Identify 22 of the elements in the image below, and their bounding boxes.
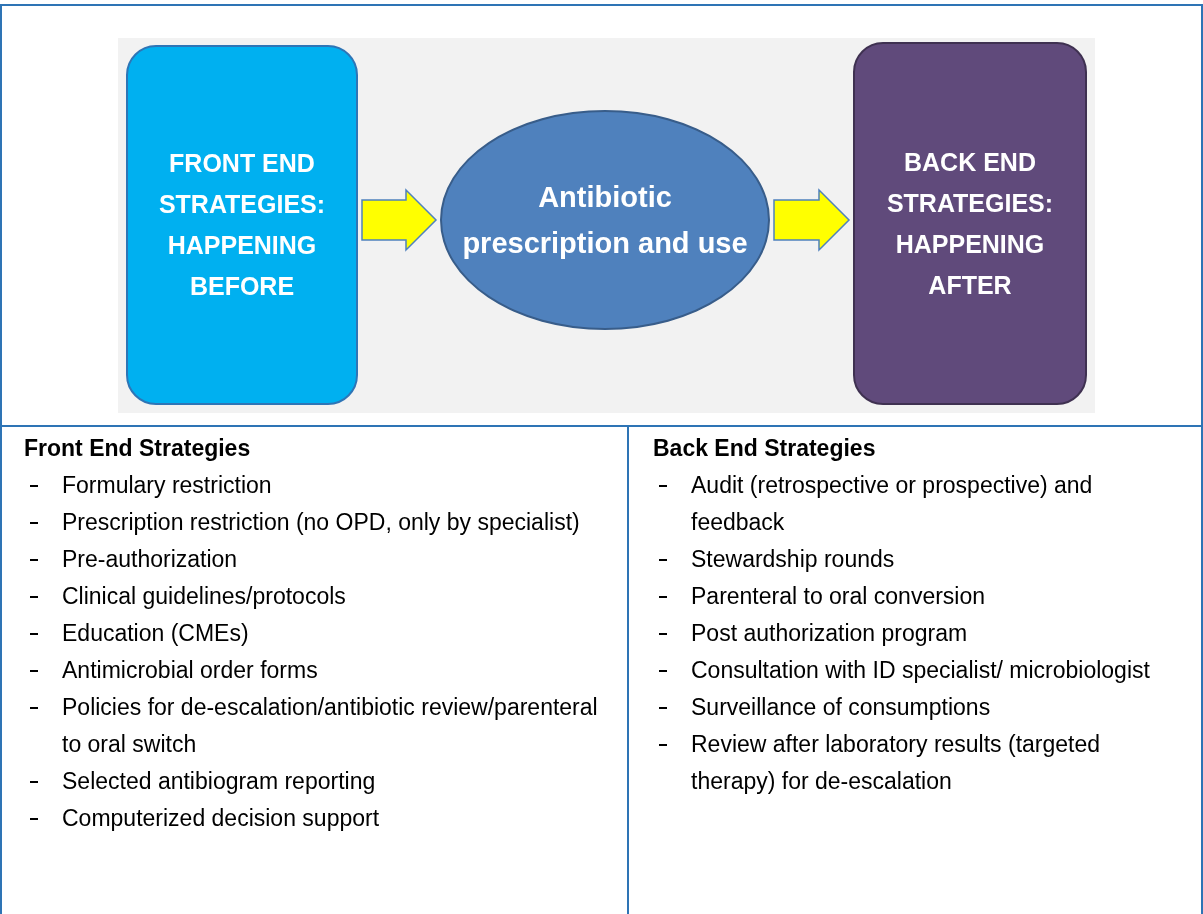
list-item: Stewardship rounds — [691, 545, 895, 574]
list-item: Clinical guidelines/protocols — [62, 582, 346, 611]
list-item: Prescription restriction (no OPD, only by specialist) — [62, 508, 580, 537]
block-arrow — [361, 188, 438, 252]
list-item: Computerized decision support — [62, 804, 380, 833]
list-item: Antimicrobial order forms — [62, 656, 318, 685]
list-item: Policies for de-escalation/antibiotic review/parenteral to oral switch — [62, 693, 599, 759]
list-item: Formulary restriction — [62, 471, 272, 500]
list-item: Audit (retrospective or prospective) and feedback — [691, 471, 1094, 537]
list-item: Review after laboratory results (targeted therapy) for de-escalation — [691, 730, 1102, 796]
list-item: Consultation with ID specialist/ microbiologist — [691, 656, 1150, 685]
list-item: Selected antibiogram reporting — [62, 767, 376, 796]
block-arrow — [773, 188, 851, 252]
list-item: Parenteral to oral conversion — [691, 582, 986, 611]
process-box: FRONT END STRATEGIES: HAPPENING BEFORE — [126, 45, 358, 405]
list-item: Surveillance of consumptions — [691, 693, 991, 722]
process-box: BACK END STRATEGIES: HAPPENING AFTER — [853, 42, 1087, 405]
list-item: Education (CMEs) — [62, 619, 249, 648]
list-item: Post authorization program — [691, 619, 968, 648]
column-heading: Front End Strategies — [24, 434, 251, 463]
list-item: Pre-authorization — [62, 545, 238, 574]
column-heading: Back End Strategies — [653, 434, 876, 463]
